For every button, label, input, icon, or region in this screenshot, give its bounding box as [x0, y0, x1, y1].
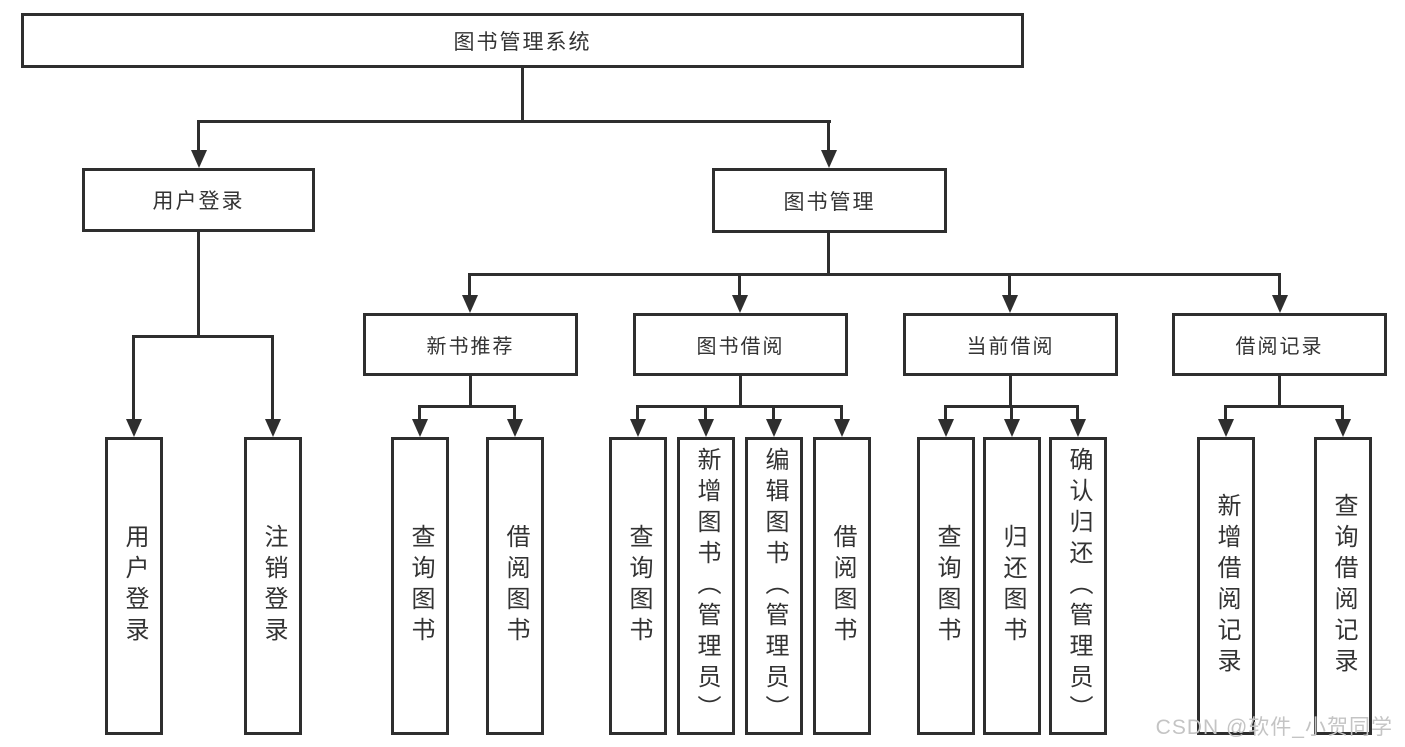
connector-drop — [468, 273, 471, 297]
node-label: 借阅图书 — [829, 524, 856, 648]
arrow-down-icon — [1070, 419, 1086, 437]
connector-stub — [197, 232, 200, 338]
connector-stub — [739, 376, 742, 408]
connector-stub — [469, 376, 472, 408]
leaf-edit-book-admin: 编辑图书（管理员） — [745, 437, 803, 735]
node-label: 图书管理系统 — [453, 30, 592, 54]
leaf-return-book: 归还图书 — [983, 437, 1041, 735]
connector-root-split — [197, 120, 831, 123]
leaf-query-book-current: 查询图书 — [917, 437, 975, 735]
connector-stub — [827, 233, 830, 276]
arrow-down-icon — [126, 419, 142, 437]
connector-split — [132, 335, 274, 338]
node-label: 借阅记录 — [1235, 336, 1324, 358]
connector-drop — [772, 405, 775, 421]
arrow-down-icon — [507, 419, 523, 437]
arrow-down-icon — [1218, 419, 1234, 437]
connector-drop — [418, 405, 421, 421]
arrow-down-icon — [1004, 419, 1020, 437]
node-current-borrow: 当前借阅 — [903, 313, 1118, 376]
arrow-down-icon — [1272, 295, 1288, 313]
arrow-down-icon — [191, 150, 207, 168]
node-label: 注销登录 — [260, 524, 287, 648]
connector-drop — [1341, 405, 1344, 421]
node-book-borrow: 图书借阅 — [633, 313, 848, 376]
node-label: 用户登录 — [152, 190, 245, 213]
connector-drop — [827, 120, 830, 152]
arrow-down-icon — [821, 150, 837, 168]
node-label: 用户登录 — [121, 524, 148, 648]
connector-stub — [1009, 376, 1012, 408]
leaf-logout: 注销登录 — [244, 437, 302, 735]
node-borrow-record: 借阅记录 — [1172, 313, 1387, 376]
connector-split — [418, 405, 516, 408]
arrow-down-icon — [698, 419, 714, 437]
connector-drop — [513, 405, 516, 421]
node-label: 图书借阅 — [696, 336, 785, 358]
node-label: 当前借阅 — [966, 336, 1055, 358]
connector-drop — [1008, 273, 1011, 297]
arrow-down-icon — [834, 419, 850, 437]
leaf-add-book-admin: 新增图书（管理员） — [677, 437, 735, 735]
arrow-down-icon — [630, 419, 646, 437]
connector-drop — [271, 335, 274, 421]
leaf-query-book-recommend: 查询图书 — [391, 437, 449, 735]
node-label: 新书推荐 — [426, 336, 515, 358]
connector-stub — [1278, 376, 1281, 408]
connector-split — [468, 273, 1281, 276]
node-label: 新增借阅记录 — [1213, 493, 1240, 679]
connector-drop — [1224, 405, 1227, 421]
arrow-down-icon — [732, 295, 748, 313]
connector-split — [636, 405, 843, 408]
leaf-confirm-return-admin: 确认归还（管理员） — [1049, 437, 1107, 735]
connector-drop — [636, 405, 639, 421]
node-label: 查询图书 — [933, 524, 960, 648]
arrow-down-icon — [412, 419, 428, 437]
connector-drop — [944, 405, 947, 421]
connector-drop — [1278, 273, 1281, 297]
node-label: 新增图书（管理员） — [693, 446, 720, 726]
leaf-add-borrow-record: 新增借阅记录 — [1197, 437, 1255, 735]
leaf-user-login: 用户登录 — [105, 437, 163, 735]
node-label: 确认归还（管理员） — [1065, 446, 1092, 726]
leaf-query-borrow-record: 查询借阅记录 — [1314, 437, 1372, 735]
arrow-down-icon — [265, 419, 281, 437]
connector-drop — [197, 120, 200, 152]
node-label: 图书管理 — [783, 190, 876, 214]
arrow-down-icon — [766, 419, 782, 437]
arrow-down-icon — [462, 295, 478, 313]
connector-drop — [132, 335, 135, 421]
arrow-down-icon — [1002, 295, 1018, 313]
arrow-down-icon — [1335, 419, 1351, 437]
node-label: 查询图书 — [407, 524, 434, 648]
node-label: 查询图书 — [625, 524, 652, 648]
connector-drop — [840, 405, 843, 421]
arrow-down-icon — [938, 419, 954, 437]
node-label: 查询借阅记录 — [1330, 493, 1357, 679]
leaf-borrow-book: 借阅图书 — [813, 437, 871, 735]
node-root-system: 图书管理系统 — [21, 13, 1024, 68]
node-label: 编辑图书（管理员） — [761, 446, 788, 726]
leaf-borrow-book-recommend: 借阅图书 — [486, 437, 544, 735]
node-label: 借阅图书 — [502, 524, 529, 648]
connector-drop — [704, 405, 707, 421]
node-user-login: 用户登录 — [82, 168, 315, 232]
connector-drop — [1076, 405, 1079, 421]
connector-root-stub — [521, 68, 524, 122]
node-label: 归还图书 — [999, 524, 1026, 648]
node-new-book-recommend: 新书推荐 — [363, 313, 578, 376]
leaf-query-book-borrow: 查询图书 — [609, 437, 667, 735]
connector-drop — [1010, 405, 1013, 421]
connector-split — [1224, 405, 1344, 408]
node-book-management: 图书管理 — [712, 168, 947, 233]
connector-drop — [738, 273, 741, 297]
csdn-watermark: CSDN @软件_小贺同学 — [1155, 716, 1393, 739]
